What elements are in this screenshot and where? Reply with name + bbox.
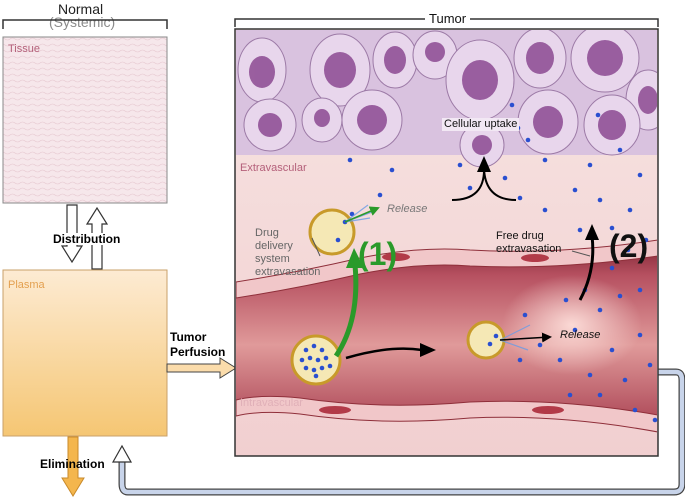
- tumor-perfusion-label-line1: Tumor: [170, 330, 207, 344]
- pathway1-label: (1): [358, 236, 398, 272]
- pathway2-label: (2): [609, 228, 649, 264]
- release-bottom-label: Release: [560, 329, 601, 341]
- release-top-label: Release: [387, 203, 428, 215]
- tumor-panel: [234, 28, 659, 457]
- normal-subtitle: (Systemic): [49, 14, 116, 30]
- free-drug-label-1: Free drug: [496, 230, 544, 242]
- plasma-box: [2, 269, 168, 437]
- tissue-box: [2, 36, 168, 204]
- lumen-flow-arrow: [345, 347, 423, 360]
- plasma-label: Plasma: [8, 279, 45, 291]
- tumor-perfusion-label-line2: Perfusion: [170, 345, 226, 359]
- extravascular-label: Extravascular: [240, 162, 307, 174]
- free-drug-label-2: extravasation: [496, 243, 562, 255]
- tissue-label: Tissue: [8, 43, 40, 55]
- dds-label-1: Drug: [255, 227, 279, 239]
- cell-layer: [236, 30, 657, 168]
- dds-label-4: extravasation: [255, 266, 321, 278]
- dds-leader: [311, 237, 321, 257]
- blood-vessel: [236, 239, 657, 433]
- cellular-uptake-arrow: [451, 167, 517, 201]
- cellular-uptake-label: Cellular uptake: [442, 118, 520, 131]
- elimination-label: Elimination: [40, 457, 105, 471]
- tumor-perfusion-arrow: [166, 357, 237, 379]
- nanoparticle-releasing: [466, 320, 506, 360]
- elimination-arrow: [61, 436, 85, 497]
- return-arrow-head: [111, 444, 133, 463]
- nanoparticle-intravascular: [290, 334, 342, 386]
- tumor-title: Tumor: [425, 12, 471, 25]
- normal-bracket: [2, 19, 168, 29]
- distribution-label: Distribution: [52, 232, 122, 246]
- pathway2-arrow: [578, 235, 595, 301]
- dds-label-2: delivery: [255, 240, 293, 252]
- intravascular-label: Intravascular: [240, 397, 303, 409]
- dds-label-3: system: [255, 253, 290, 265]
- normal-title: Normal: [58, 1, 104, 17]
- pathway1-arrow: [333, 264, 359, 358]
- free-drug-leader: [571, 250, 591, 257]
